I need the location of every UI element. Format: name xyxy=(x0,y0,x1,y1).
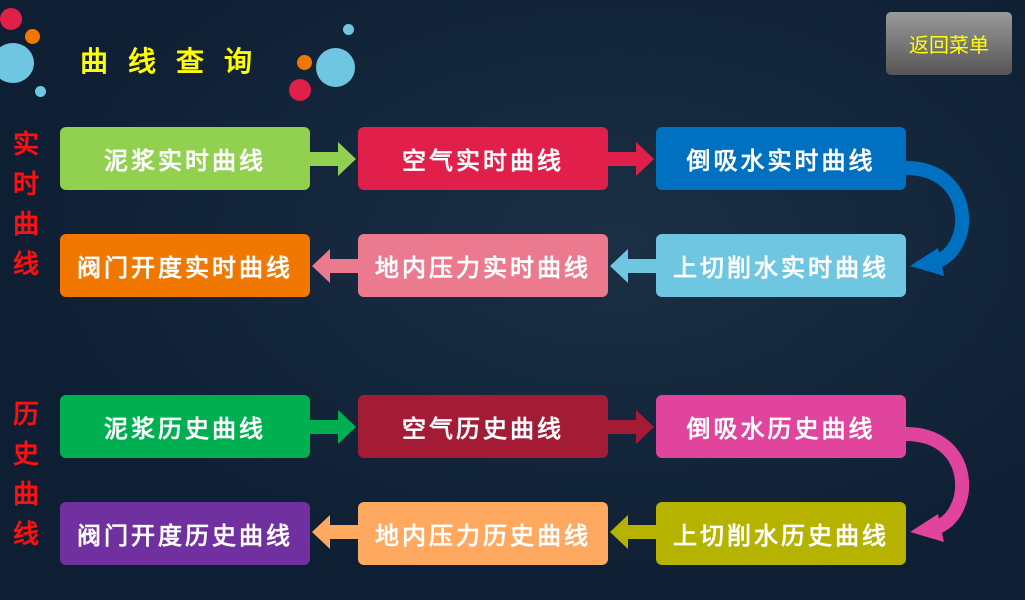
arrow-right-icon xyxy=(608,410,654,444)
curved-arrow-icon xyxy=(905,427,970,535)
realtime-curve-button[interactable]: 阀门开度实时曲线 xyxy=(60,234,310,297)
realtime-curve-button[interactable]: 倒吸水实时曲线 xyxy=(656,127,906,190)
history-section-label: 历史曲线 xyxy=(12,400,39,550)
arrow-right-icon xyxy=(310,410,356,444)
decor-dot xyxy=(289,79,311,101)
decor-dot xyxy=(0,43,34,83)
decor-dot xyxy=(297,55,312,70)
decor-dot xyxy=(35,86,46,97)
realtime-section-label: 实时曲线 xyxy=(12,130,39,280)
arrow-right-icon xyxy=(310,142,356,176)
arrow-left-icon xyxy=(610,249,656,283)
history-curve-button[interactable]: 倒吸水历史曲线 xyxy=(656,395,906,458)
arrow-left-icon xyxy=(312,249,358,283)
back-to-menu-button[interactable]: 返回菜单 xyxy=(886,12,1012,75)
history-curve-button[interactable]: 阀门开度历史曲线 xyxy=(60,502,310,565)
decor-dot xyxy=(25,29,40,44)
history-curve-button[interactable]: 上切削水历史曲线 xyxy=(656,502,906,565)
realtime-curve-button[interactable]: 地内压力实时曲线 xyxy=(358,234,608,297)
arrow-left-icon xyxy=(610,515,656,549)
arrow-right-icon xyxy=(608,142,654,176)
curved-arrow-icon xyxy=(905,161,970,269)
decor-dot xyxy=(316,48,355,87)
decor-dot xyxy=(0,8,22,30)
arrow-left-icon xyxy=(312,515,358,549)
realtime-curve-button[interactable]: 泥浆实时曲线 xyxy=(60,127,310,190)
realtime-curve-button[interactable]: 上切削水实时曲线 xyxy=(656,234,906,297)
history-curve-button[interactable]: 空气历史曲线 xyxy=(358,395,608,458)
history-curve-button[interactable]: 泥浆历史曲线 xyxy=(60,395,310,458)
page-title: 曲线查询 xyxy=(80,45,273,78)
history-curve-button[interactable]: 地内压力历史曲线 xyxy=(358,502,608,565)
decor-dot xyxy=(343,24,354,35)
realtime-curve-button[interactable]: 空气实时曲线 xyxy=(358,127,608,190)
